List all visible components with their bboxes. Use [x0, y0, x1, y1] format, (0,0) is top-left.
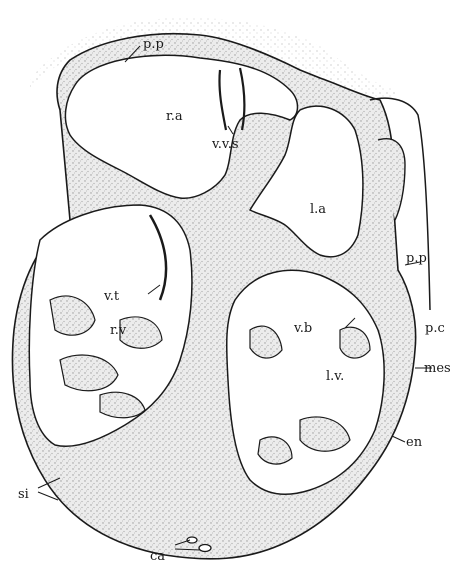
label-endocardium: en: [406, 435, 423, 450]
label-mesocardium: mes: [424, 361, 451, 376]
label-pericardial-parietal-top: p.p: [143, 37, 164, 52]
label-pericardial-parietal-right: p.p: [406, 251, 427, 266]
label-valve-bicuspid: v.b: [293, 321, 312, 336]
label-right-ventricle: r.v: [110, 323, 127, 338]
label-left-ventricle: l.v.: [326, 369, 344, 384]
label-coronary-arteries: ca: [150, 549, 165, 564]
label-pericardial-cavity: p.c: [425, 321, 445, 336]
label-venous-valves: v.v.s: [211, 137, 239, 152]
label-left-atrium: l.a: [310, 202, 326, 217]
label-valve-tricuspid: v.t: [103, 289, 120, 304]
label-sinusoids: si: [18, 487, 29, 502]
label-right-atrium: r.a: [166, 109, 183, 124]
